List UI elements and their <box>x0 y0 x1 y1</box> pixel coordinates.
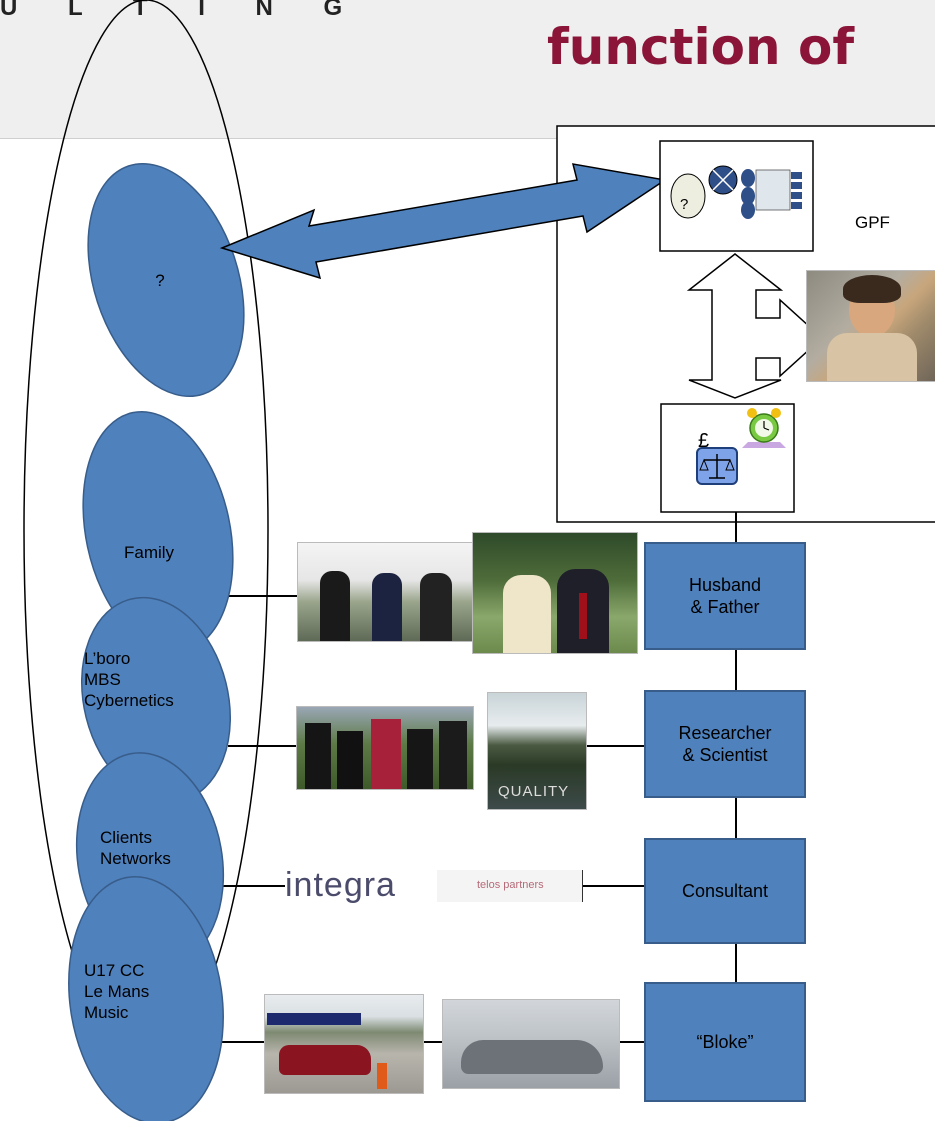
aston-martin-photo <box>442 999 620 1089</box>
sphere-lboro-label: L’boro MBS Cybernetics <box>84 649 174 710</box>
gpf-label: GPF <box>855 213 890 232</box>
graduation-photo <box>296 706 474 790</box>
couple-photo <box>472 532 638 654</box>
sphere-clients-label: Clients Networks <box>100 828 171 868</box>
scales-icon <box>696 447 738 485</box>
role-researcher-scientist: Researcher & Scientist <box>644 690 806 798</box>
mini-stack-icon <box>741 169 802 219</box>
role-researcher-scientist-label: Researcher & Scientist <box>678 723 772 765</box>
role-bloke-label: “Bloke” <box>696 1032 754 1052</box>
telos-logo-text: telos partners <box>477 879 544 891</box>
slide-title: function of <box>547 18 855 76</box>
role-bloke: “Bloke” <box>644 982 806 1102</box>
pound-label: £ <box>698 430 710 452</box>
question-icon-label: ? <box>680 196 689 213</box>
sphere-question-label: ? <box>155 271 165 290</box>
role-consultant: Consultant <box>644 838 806 944</box>
role-consultant-label: Consultant <box>681 881 769 901</box>
quality-book-cover: QUALITY <box>487 692 587 810</box>
person-photo <box>806 270 935 382</box>
sphere-question <box>87 162 245 398</box>
sphere-family-label: Family <box>124 543 175 562</box>
alarm-clock-icon <box>742 408 786 448</box>
role-husband-father: Husband & Father <box>644 542 806 650</box>
telos-logo: telos partners <box>437 870 583 902</box>
sphere-hobbies-label: U17 CC Le Mans Music <box>84 961 150 1022</box>
header-band <box>0 0 935 139</box>
mini-ellipse-icon <box>670 173 706 219</box>
role-husband-father-label: Husband & Father <box>688 575 762 617</box>
sports-car-race-photo <box>264 994 424 1094</box>
sphere-hobbies <box>68 876 224 1121</box>
white-block-arrow <box>686 253 824 399</box>
family-group-photo <box>297 542 473 642</box>
connector-lines <box>218 512 737 1043</box>
quality-text: QUALITY <box>498 783 570 800</box>
integra-logo: integra <box>285 866 396 904</box>
